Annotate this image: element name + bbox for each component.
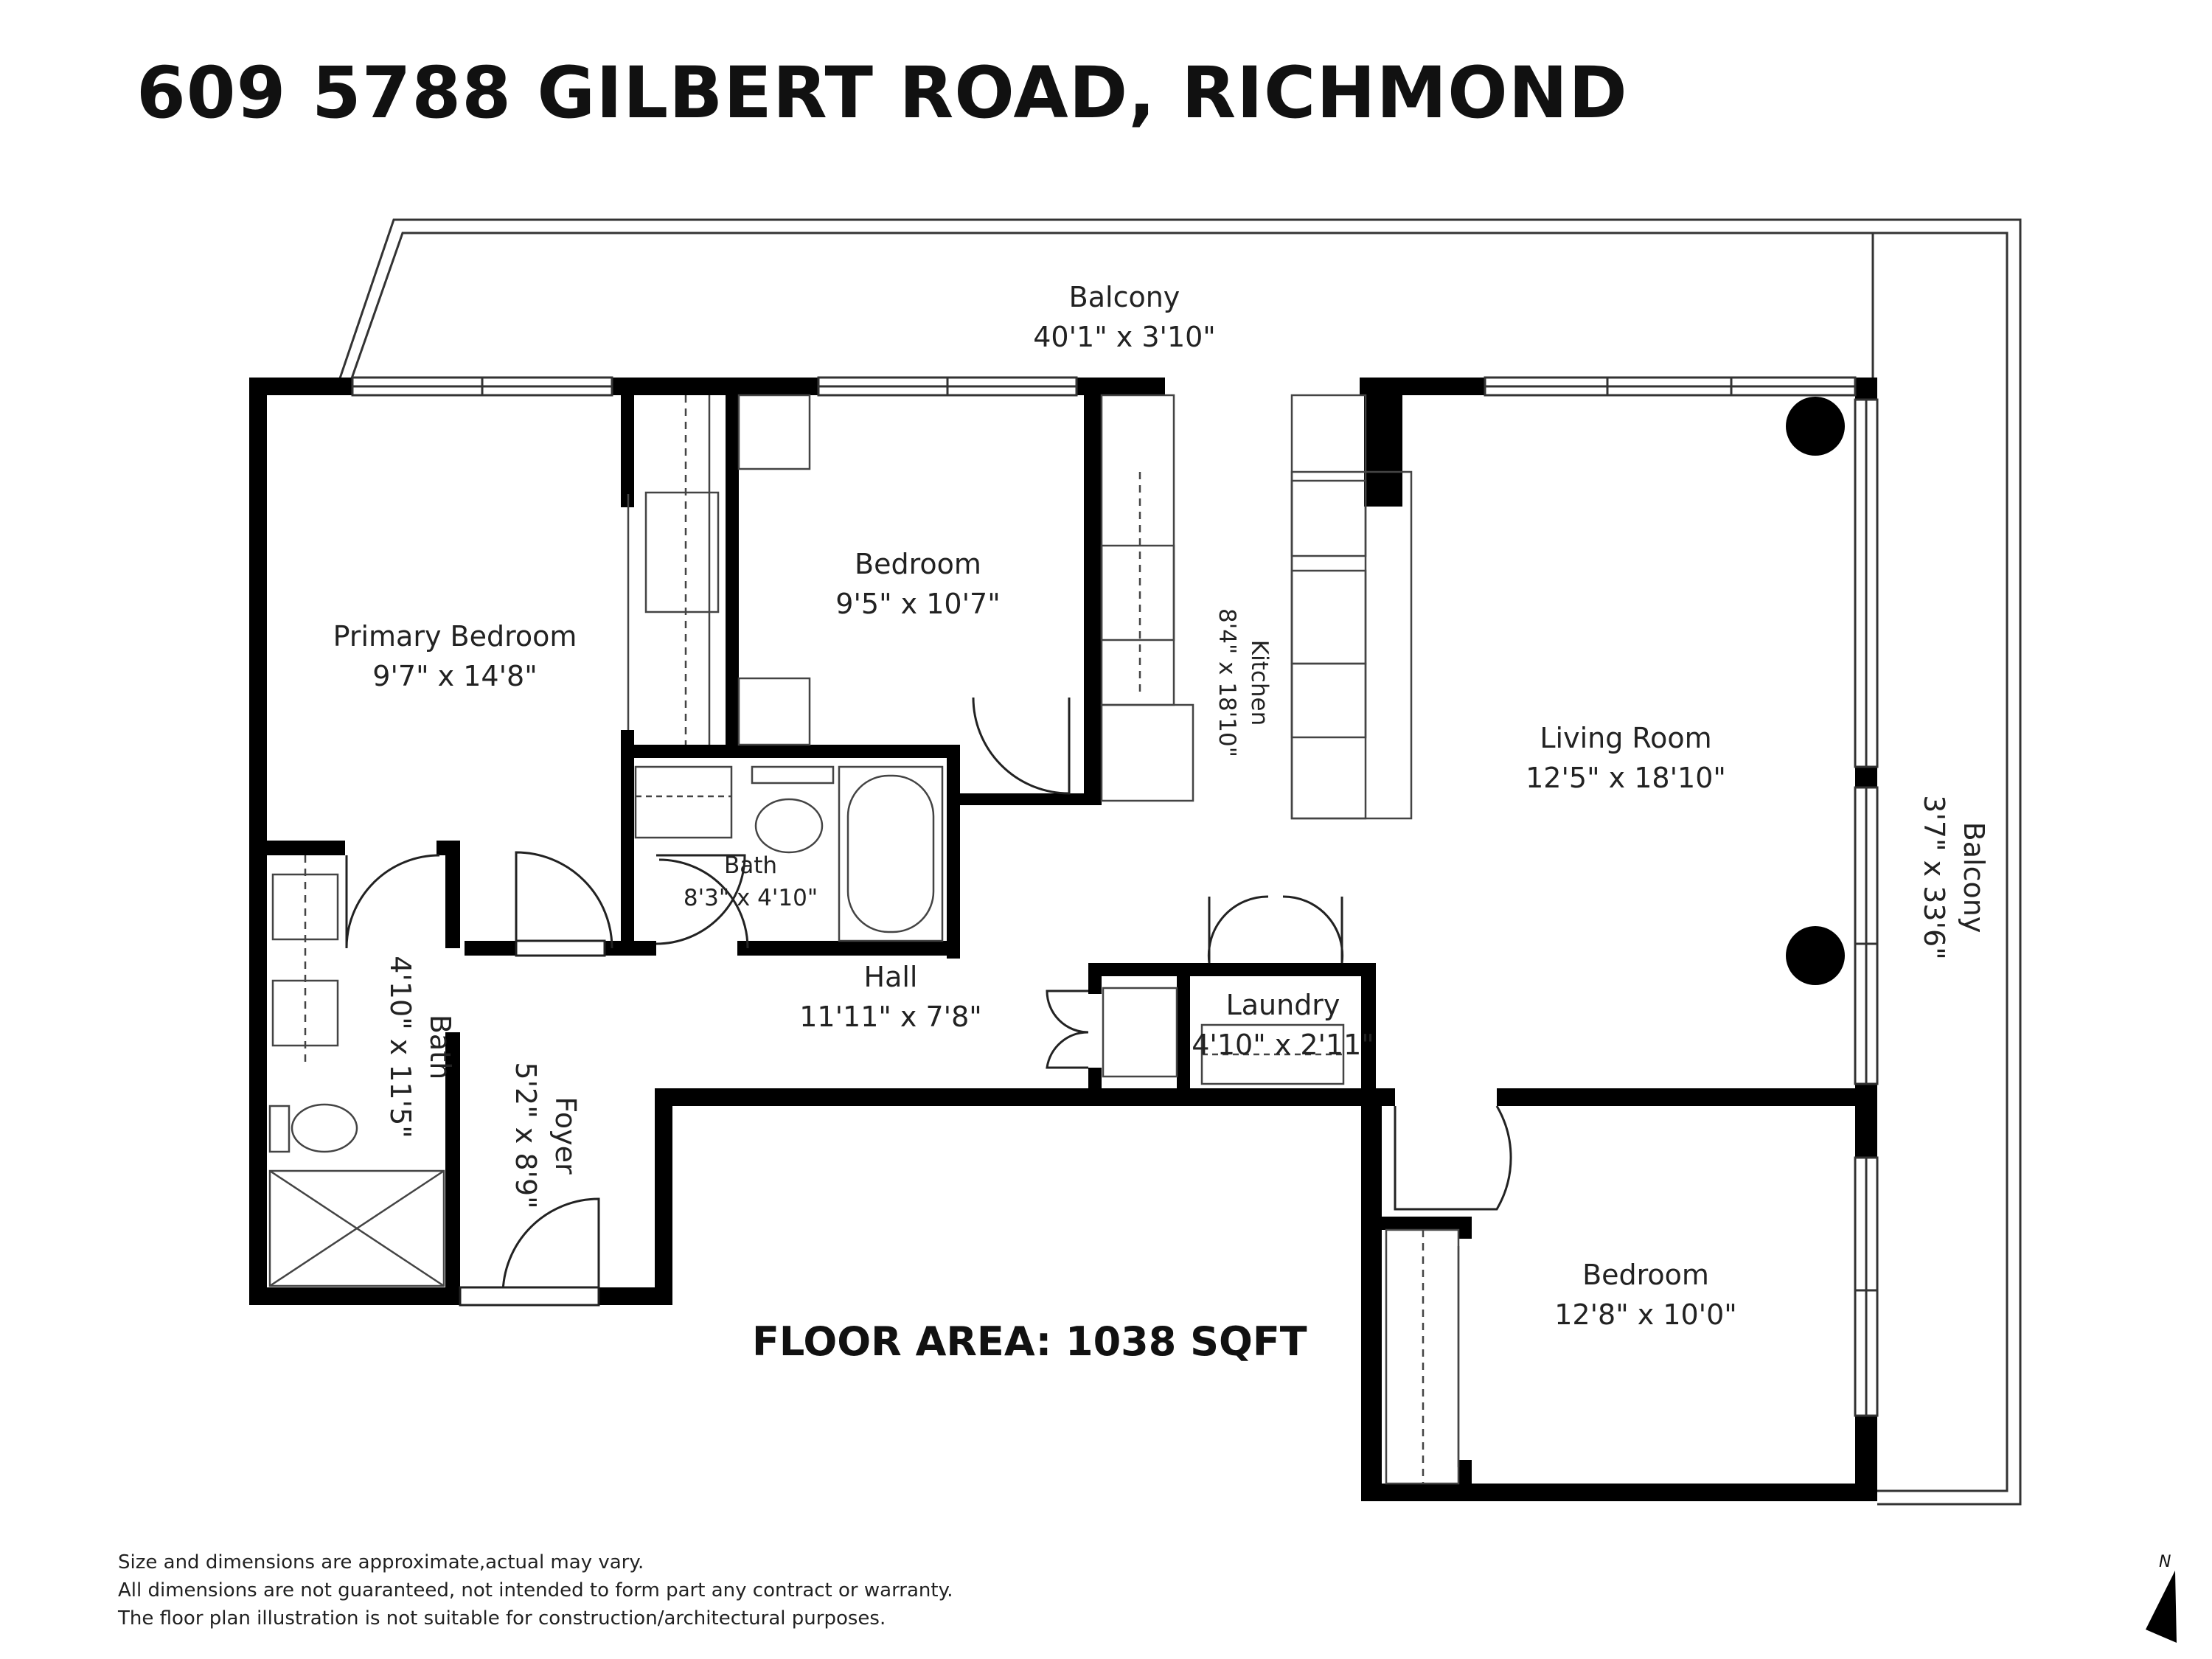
- balcony-outline: [338, 218, 2022, 1506]
- room-name: Balcony: [1958, 821, 1990, 933]
- room-name: Kitchen: [1246, 639, 1273, 726]
- plan-title: 609 5788 GILBERT ROAD, RICHMOND: [136, 52, 1628, 134]
- room-name: Balcony: [1068, 281, 1180, 313]
- room-name: Bath: [723, 852, 778, 879]
- room-name: Primary Bedroom: [333, 620, 577, 653]
- room-balcony-right: Balcony 3'7" x 33'6": [1914, 795, 1994, 959]
- north-arrow-icon: [2146, 1571, 2177, 1643]
- walls: [249, 378, 1877, 1501]
- room-dims: 9'7" x 14'8": [372, 660, 538, 692]
- disclaimer-line: The floor plan illustration is not suita…: [118, 1607, 886, 1630]
- room-foyer: Foyer 5'2" x 8'9": [506, 1062, 585, 1208]
- room-name: Hall: [863, 961, 918, 993]
- room-living-room: Living Room 12'5" x 18'10": [1526, 718, 1726, 798]
- room-dims: 12'5" x 18'10": [1526, 762, 1726, 794]
- disclaimer: Size and dimensions are approximate,actu…: [118, 1548, 953, 1632]
- windows: [351, 376, 1879, 1417]
- disclaimer-line: All dimensions are not guaranteed, not i…: [118, 1579, 953, 1601]
- north-compass: N: [2138, 1553, 2183, 1644]
- room-bath-main: Bath 8'3" x 4'10": [684, 849, 818, 914]
- room-name: Foyer: [549, 1096, 582, 1175]
- room-name: Bath: [424, 1014, 456, 1080]
- disclaimer-line: Size and dimensions are approximate,actu…: [118, 1551, 644, 1573]
- room-dims: 40'1" x 3'10": [1033, 321, 1216, 353]
- room-laundry: Laundry 4'10" x 2'11": [1192, 985, 1374, 1065]
- door-sills: [459, 939, 606, 1307]
- room-dims: 11'11" x 7'8": [799, 1001, 982, 1033]
- room-kitchen: Kitchen 8'4" x 18'10": [1211, 608, 1276, 757]
- room-bath-ensuite: Bath 4'10" x 11'5": [380, 956, 460, 1138]
- room-dims: 5'2" x 8'9": [509, 1062, 542, 1209]
- room-name: Bedroom: [855, 548, 981, 580]
- doors: [345, 697, 1512, 1295]
- room-dims: 9'5" x 10'7": [835, 588, 1001, 620]
- room-bedroom-1: Bedroom 9'5" x 10'7": [835, 544, 1000, 624]
- room-bedroom-2: Bedroom 12'8" x 10'0": [1554, 1255, 1737, 1335]
- room-name: Laundry: [1225, 989, 1340, 1021]
- room-balcony-top: Balcony 40'1" x 3'10": [1033, 277, 1216, 357]
- room-dims: 4'10" x 11'5": [384, 956, 417, 1138]
- compass-label: N: [2159, 1553, 2171, 1571]
- room-dims: 4'10" x 2'11": [1192, 1029, 1374, 1061]
- floor-area-label: FLOOR AREA: 1038 SQFT: [752, 1318, 1307, 1365]
- fixtures: [268, 394, 1460, 1485]
- room-dims: 8'4" x 18'10": [1214, 608, 1240, 757]
- room-name: Bedroom: [1582, 1259, 1709, 1291]
- room-hall: Hall 11'11" x 7'8": [799, 957, 982, 1037]
- room-primary-bedroom: Primary Bedroom 9'7" x 14'8": [333, 616, 577, 696]
- room-dims: 3'7" x 33'6": [1918, 795, 1950, 960]
- room-name: Living Room: [1540, 722, 1712, 754]
- room-dims: 12'8" x 10'0": [1554, 1298, 1737, 1331]
- columns: [1786, 397, 1845, 985]
- room-dims: 8'3" x 4'10": [683, 885, 818, 911]
